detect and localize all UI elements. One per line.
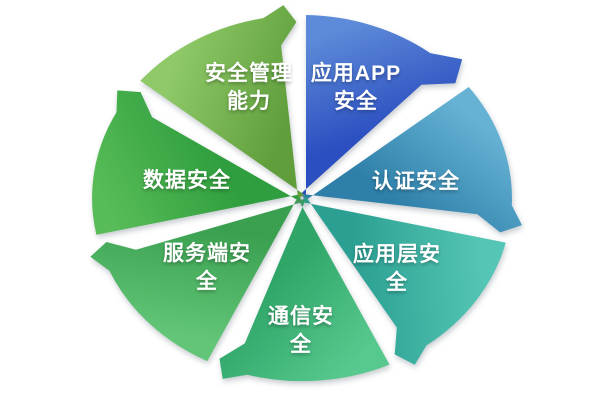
segment-communication-security-label-line: 全 bbox=[289, 332, 312, 356]
segment-security-management-label-line: 能力 bbox=[227, 89, 271, 113]
segment-auth-security-label: 认证安全 bbox=[372, 169, 460, 193]
segment-data-security-label-line: 数据安全 bbox=[143, 168, 231, 192]
segment-app-security-shape bbox=[299, 15, 463, 198]
segment-data-security-label: 数据安全 bbox=[143, 168, 231, 192]
segment-data-security-shape bbox=[92, 90, 302, 235]
segment-server-side-security-label: 服务端安全 bbox=[163, 241, 251, 293]
segment-security-management-label-line: 安全管理 bbox=[205, 61, 293, 85]
segment-communication-security-label-line: 通信安 bbox=[268, 304, 334, 328]
segment-app-layer-security-label-line: 全 bbox=[385, 270, 408, 294]
segment-server-side-security-label-line: 全 bbox=[195, 269, 218, 293]
segment-auth-security-shape bbox=[302, 87, 522, 233]
segment-app-layer-security-shape bbox=[301, 196, 506, 365]
segment-security-management-label: 安全管理能力 bbox=[205, 61, 293, 113]
segment-app-layer-security-label-line: 应用层安 bbox=[353, 242, 441, 266]
segment-security-management-shape bbox=[140, 5, 305, 198]
segment-app-layer-security-label: 应用层安全 bbox=[353, 242, 441, 294]
segment-server-side-security-shape bbox=[90, 196, 303, 362]
segment-communication-security-label: 通信安全 bbox=[268, 304, 334, 356]
segment-app-security-label: 应用APP 安全 bbox=[311, 61, 401, 113]
segment-app-security-label-line: 应用APP bbox=[311, 61, 401, 85]
segment-communication-security-shape bbox=[219, 199, 390, 382]
segment-server-side-security-label-line: 服务端安 bbox=[163, 241, 251, 265]
segment-auth-security-label-line: 认证安全 bbox=[372, 169, 460, 193]
segment-app-security-label-line: 安全 bbox=[334, 89, 378, 113]
